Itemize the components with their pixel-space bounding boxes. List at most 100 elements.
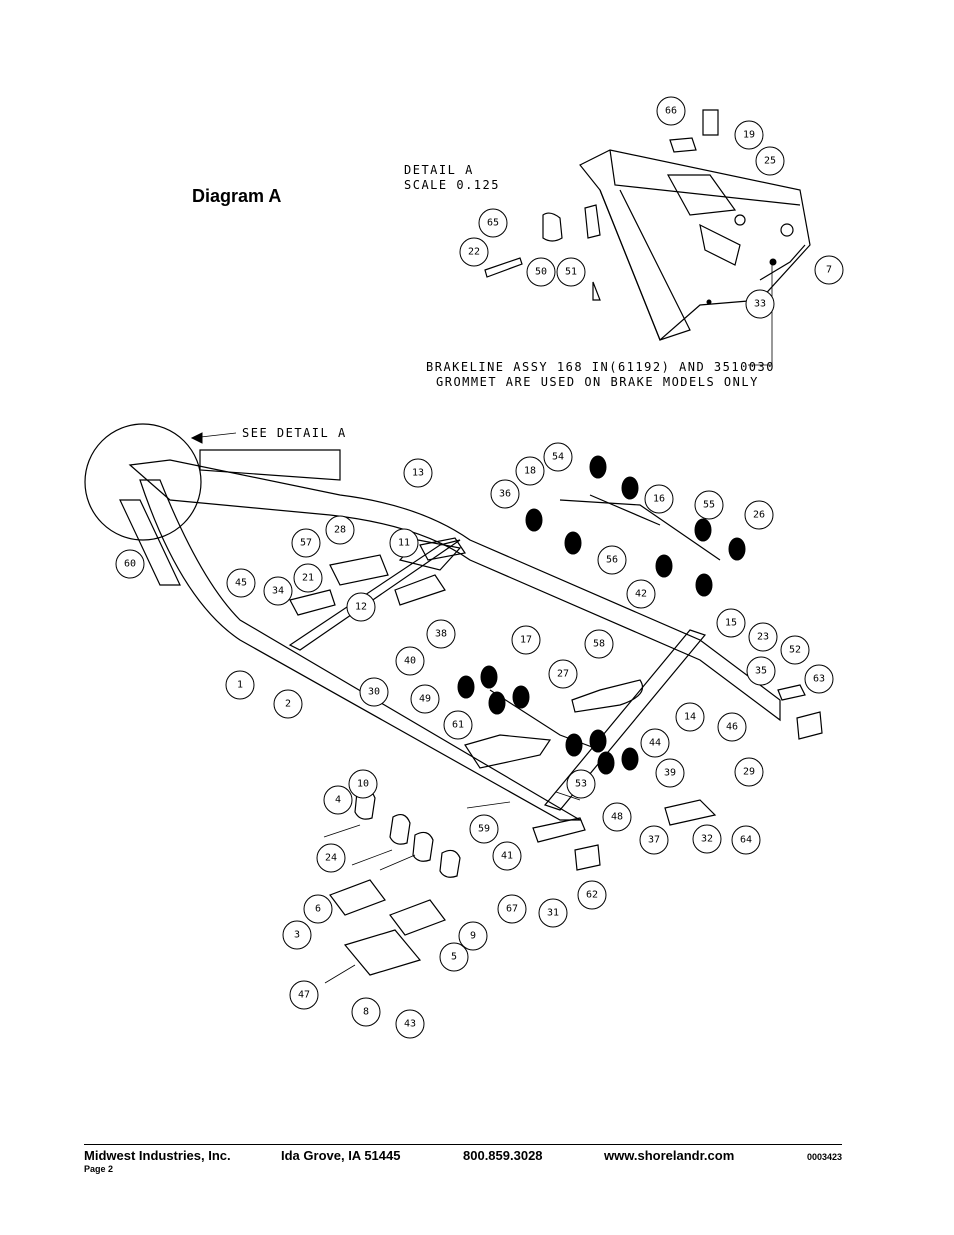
front-bunks <box>289 537 467 616</box>
callout-circle <box>731 825 761 855</box>
callout-number: 58 <box>593 639 605 650</box>
callout-54: 54 <box>543 442 573 472</box>
rear-rollers <box>525 455 746 597</box>
callout-circle <box>694 490 724 520</box>
callout-circle <box>780 635 810 665</box>
callout-number: 5 <box>451 952 457 963</box>
callout-circle <box>526 257 556 287</box>
callout-36: 36 <box>490 479 520 509</box>
mid-rollers <box>457 665 644 775</box>
footer-phone: 800.859.3028 <box>463 1148 543 1163</box>
callout-number: 19 <box>743 130 755 141</box>
detail-circle <box>84 423 202 541</box>
tail-light-parts <box>466 684 823 871</box>
callout-46: 46 <box>717 712 747 742</box>
callout-circle <box>692 824 722 854</box>
callout-circle <box>602 802 632 832</box>
callout-12: 12 <box>346 592 376 622</box>
callout-number: 56 <box>606 555 618 566</box>
callout-number: 44 <box>649 738 661 749</box>
callout-number: 29 <box>743 767 755 778</box>
callout-number: 6 <box>315 904 321 915</box>
callout-number: 26 <box>753 510 765 521</box>
callout-number: 3 <box>294 930 300 941</box>
callout-34: 34 <box>263 576 293 606</box>
callout-53: 53 <box>566 769 596 799</box>
callout-circle <box>746 656 776 686</box>
callout-50: 50 <box>526 257 556 287</box>
callout-number: 36 <box>499 489 511 500</box>
callout-19: 19 <box>734 120 764 150</box>
callout-circle <box>734 120 764 150</box>
callout-3: 3 <box>282 920 312 950</box>
callout-41: 41 <box>492 841 522 871</box>
callout-circle <box>439 942 469 972</box>
callout-circle <box>291 528 321 558</box>
callout-30: 30 <box>359 677 389 707</box>
callout-37: 37 <box>639 825 669 855</box>
callout-circle <box>515 456 545 486</box>
callout-number: 47 <box>298 990 310 1001</box>
callout-61: 61 <box>443 710 473 740</box>
footer-page: Page 2 <box>84 1164 114 1174</box>
callout-circle <box>303 894 333 924</box>
callout-64: 64 <box>731 825 761 855</box>
footer-website[interactable]: www.shorelandr.com <box>604 1148 735 1163</box>
callout-number: 23 <box>757 632 769 643</box>
callout-circle <box>459 237 489 267</box>
callout-number: 60 <box>124 559 136 570</box>
callout-7: 7 <box>814 255 844 285</box>
callout-circle <box>273 689 303 719</box>
callout-number: 18 <box>524 466 536 477</box>
detail-scale: SCALE 0.125 <box>404 178 500 192</box>
callout-number: 50 <box>535 267 547 278</box>
callout-circle <box>804 664 834 694</box>
footer-doc-number: 0003423 <box>807 1152 843 1162</box>
callout-21: 21 <box>293 563 323 593</box>
callout-number: 48 <box>611 812 623 823</box>
detail-label: DETAIL A <box>404 163 474 177</box>
callout-number: 14 <box>684 712 696 723</box>
callout-number: 28 <box>334 525 346 536</box>
callout-circle <box>640 728 670 758</box>
callout-number: 62 <box>586 890 598 901</box>
callout-22: 22 <box>459 237 489 267</box>
callout-circle <box>745 289 775 319</box>
callout-number: 32 <box>701 834 713 845</box>
callout-66: 66 <box>656 96 686 126</box>
callout-circle <box>282 920 312 950</box>
callout-number: 54 <box>552 452 564 463</box>
callout-11: 11 <box>389 528 419 558</box>
callout-circle <box>115 549 145 579</box>
callout-58: 58 <box>584 629 614 659</box>
callout-18: 18 <box>515 456 545 486</box>
callout-circle <box>716 608 746 638</box>
callout-circle <box>289 980 319 1010</box>
callout-number: 41 <box>501 851 513 862</box>
callout-number: 63 <box>813 674 825 685</box>
callout-circle <box>458 921 488 951</box>
callout-circle <box>410 684 440 714</box>
brakeline-note-1: BRAKELINE ASSY 168 IN(61192) AND 3510030 <box>426 360 775 374</box>
callout-number: 43 <box>404 1019 416 1030</box>
callout-52: 52 <box>780 635 810 665</box>
callout-circle <box>395 646 425 676</box>
callout-10: 10 <box>348 769 378 799</box>
callout-9: 9 <box>458 921 488 951</box>
callout-number: 24 <box>325 853 337 864</box>
callout-35: 35 <box>746 656 776 686</box>
callout-26: 26 <box>744 500 774 530</box>
callout-circle <box>511 625 541 655</box>
callout-13: 13 <box>403 458 433 488</box>
callout-number: 37 <box>648 835 660 846</box>
callout-circle <box>814 255 844 285</box>
footer-company: Midwest Industries, Inc. <box>84 1148 231 1163</box>
callout-number: 59 <box>478 824 490 835</box>
callout-6: 6 <box>303 894 333 924</box>
callout-circle <box>675 702 705 732</box>
callout-16: 16 <box>644 484 674 514</box>
callout-60: 60 <box>115 549 145 579</box>
callout-15: 15 <box>716 608 746 638</box>
callout-55: 55 <box>694 490 724 520</box>
